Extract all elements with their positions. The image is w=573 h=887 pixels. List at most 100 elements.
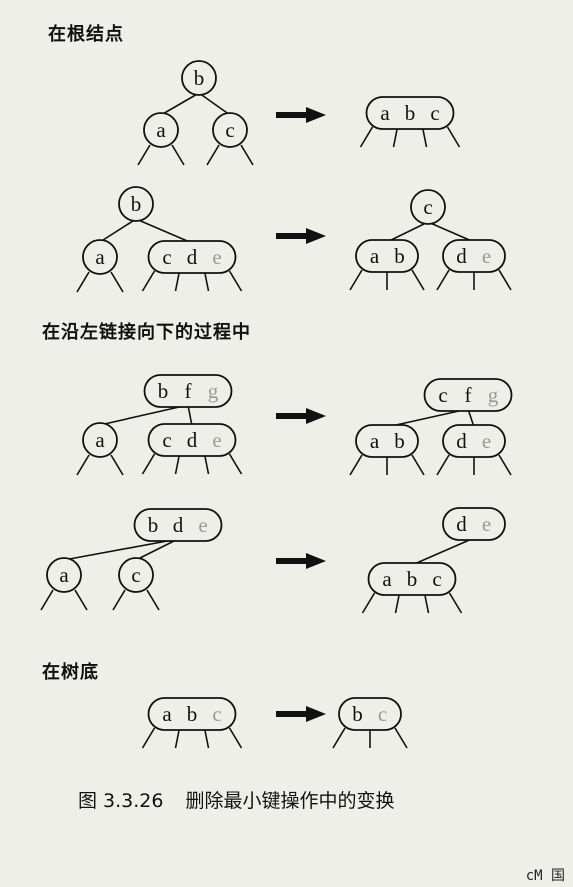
node-key-g: g: [208, 379, 219, 403]
node-key-c: c: [162, 428, 171, 452]
null-link: [359, 126, 374, 148]
node-key-b: b: [158, 379, 169, 403]
null-link: [74, 589, 88, 611]
node-circle: [46, 557, 82, 593]
null-link: [110, 454, 124, 476]
node-pill: [355, 239, 419, 273]
node-key-b: b: [187, 702, 198, 726]
transform-arrow-shaft: [276, 112, 308, 118]
null-link: [112, 589, 126, 611]
node-pill: [143, 374, 233, 408]
tree-link: [411, 537, 475, 566]
node-key-e: e: [482, 512, 491, 536]
node-key-c: c: [378, 702, 387, 726]
null-link: [394, 592, 401, 614]
null-link: [174, 270, 181, 292]
null-link: [146, 589, 160, 611]
null-link: [76, 454, 90, 476]
null-link: [228, 453, 243, 475]
node-key-e: e: [212, 245, 221, 269]
tree-link: [386, 408, 469, 428]
node-key-b: b: [194, 66, 205, 90]
null-link: [40, 589, 54, 611]
node-key-b: b: [405, 101, 416, 125]
node-pill: [133, 508, 223, 542]
node-key-a: a: [380, 101, 390, 125]
node-key-c: c: [225, 118, 234, 142]
node-pill: [147, 423, 237, 457]
null-link: [498, 269, 512, 291]
null-link: [171, 144, 185, 166]
tree-link: [467, 408, 475, 428]
node-circle: [181, 60, 217, 96]
null-link: [498, 454, 512, 476]
node-pill: [338, 697, 402, 731]
node-circle: [212, 112, 248, 148]
node-pill: [147, 240, 237, 274]
transform-arrow-head: [306, 706, 326, 722]
node-pill: [147, 697, 237, 731]
null-link: [141, 727, 156, 749]
null-link: [141, 270, 156, 292]
node-circle: [82, 422, 118, 458]
null-link: [206, 144, 220, 166]
node-circle: [82, 239, 118, 275]
node-pill: [442, 239, 506, 273]
figure-number: 图 3.3.26: [78, 790, 164, 812]
tree-link: [63, 538, 179, 561]
node-key-b: b: [394, 429, 405, 453]
transform-arrow-shaft: [276, 558, 308, 564]
node-key-f: f: [185, 379, 192, 403]
tree-link: [99, 404, 189, 426]
tree-link: [386, 221, 429, 243]
node-pill: [365, 96, 455, 130]
null-link: [228, 270, 243, 292]
transform-arrow-shaft: [276, 233, 308, 239]
null-link: [436, 454, 450, 476]
node-key-e: e: [482, 429, 491, 453]
corner-text-fragment: cM 国: [525, 868, 565, 884]
transform-arrow-head: [306, 408, 326, 424]
node-key-c: c: [212, 702, 221, 726]
tree-link: [187, 404, 193, 427]
null-link: [392, 126, 399, 148]
node-key-a: a: [162, 702, 172, 726]
null-link: [203, 453, 210, 475]
node-key-b: b: [148, 513, 159, 537]
node-key-e: e: [198, 513, 207, 537]
section-title-at-root: 在根结点: [48, 24, 124, 45]
node-circle: [118, 186, 154, 222]
null-link: [421, 126, 428, 148]
transform-arrow-head: [306, 107, 326, 123]
node-key-a: a: [370, 244, 380, 268]
null-link: [141, 453, 156, 475]
null-link: [203, 727, 210, 749]
node-key-b: b: [131, 192, 142, 216]
node-key-b: b: [352, 702, 363, 726]
node-key-c: c: [432, 567, 441, 591]
node-key-d: d: [173, 513, 184, 537]
node-key-e: e: [212, 428, 221, 452]
tree-link: [160, 92, 200, 116]
node-pill: [423, 378, 513, 412]
node-key-d: d: [456, 244, 467, 268]
node-key-f: f: [465, 383, 472, 407]
node-key-c: c: [423, 195, 432, 219]
null-link: [203, 270, 210, 292]
null-link: [394, 727, 408, 749]
null-link: [174, 727, 181, 749]
tree-link: [135, 218, 193, 244]
node-pill: [355, 424, 419, 458]
node-circle: [143, 112, 179, 148]
node-key-c: c: [131, 563, 140, 587]
null-link: [411, 454, 425, 476]
node-key-b: b: [407, 567, 418, 591]
node-circle: [118, 557, 154, 593]
node-key-a: a: [59, 563, 69, 587]
null-link: [448, 592, 463, 614]
node-key-c: c: [162, 245, 171, 269]
node-key-d: d: [187, 428, 198, 452]
node-key-d: d: [187, 245, 198, 269]
